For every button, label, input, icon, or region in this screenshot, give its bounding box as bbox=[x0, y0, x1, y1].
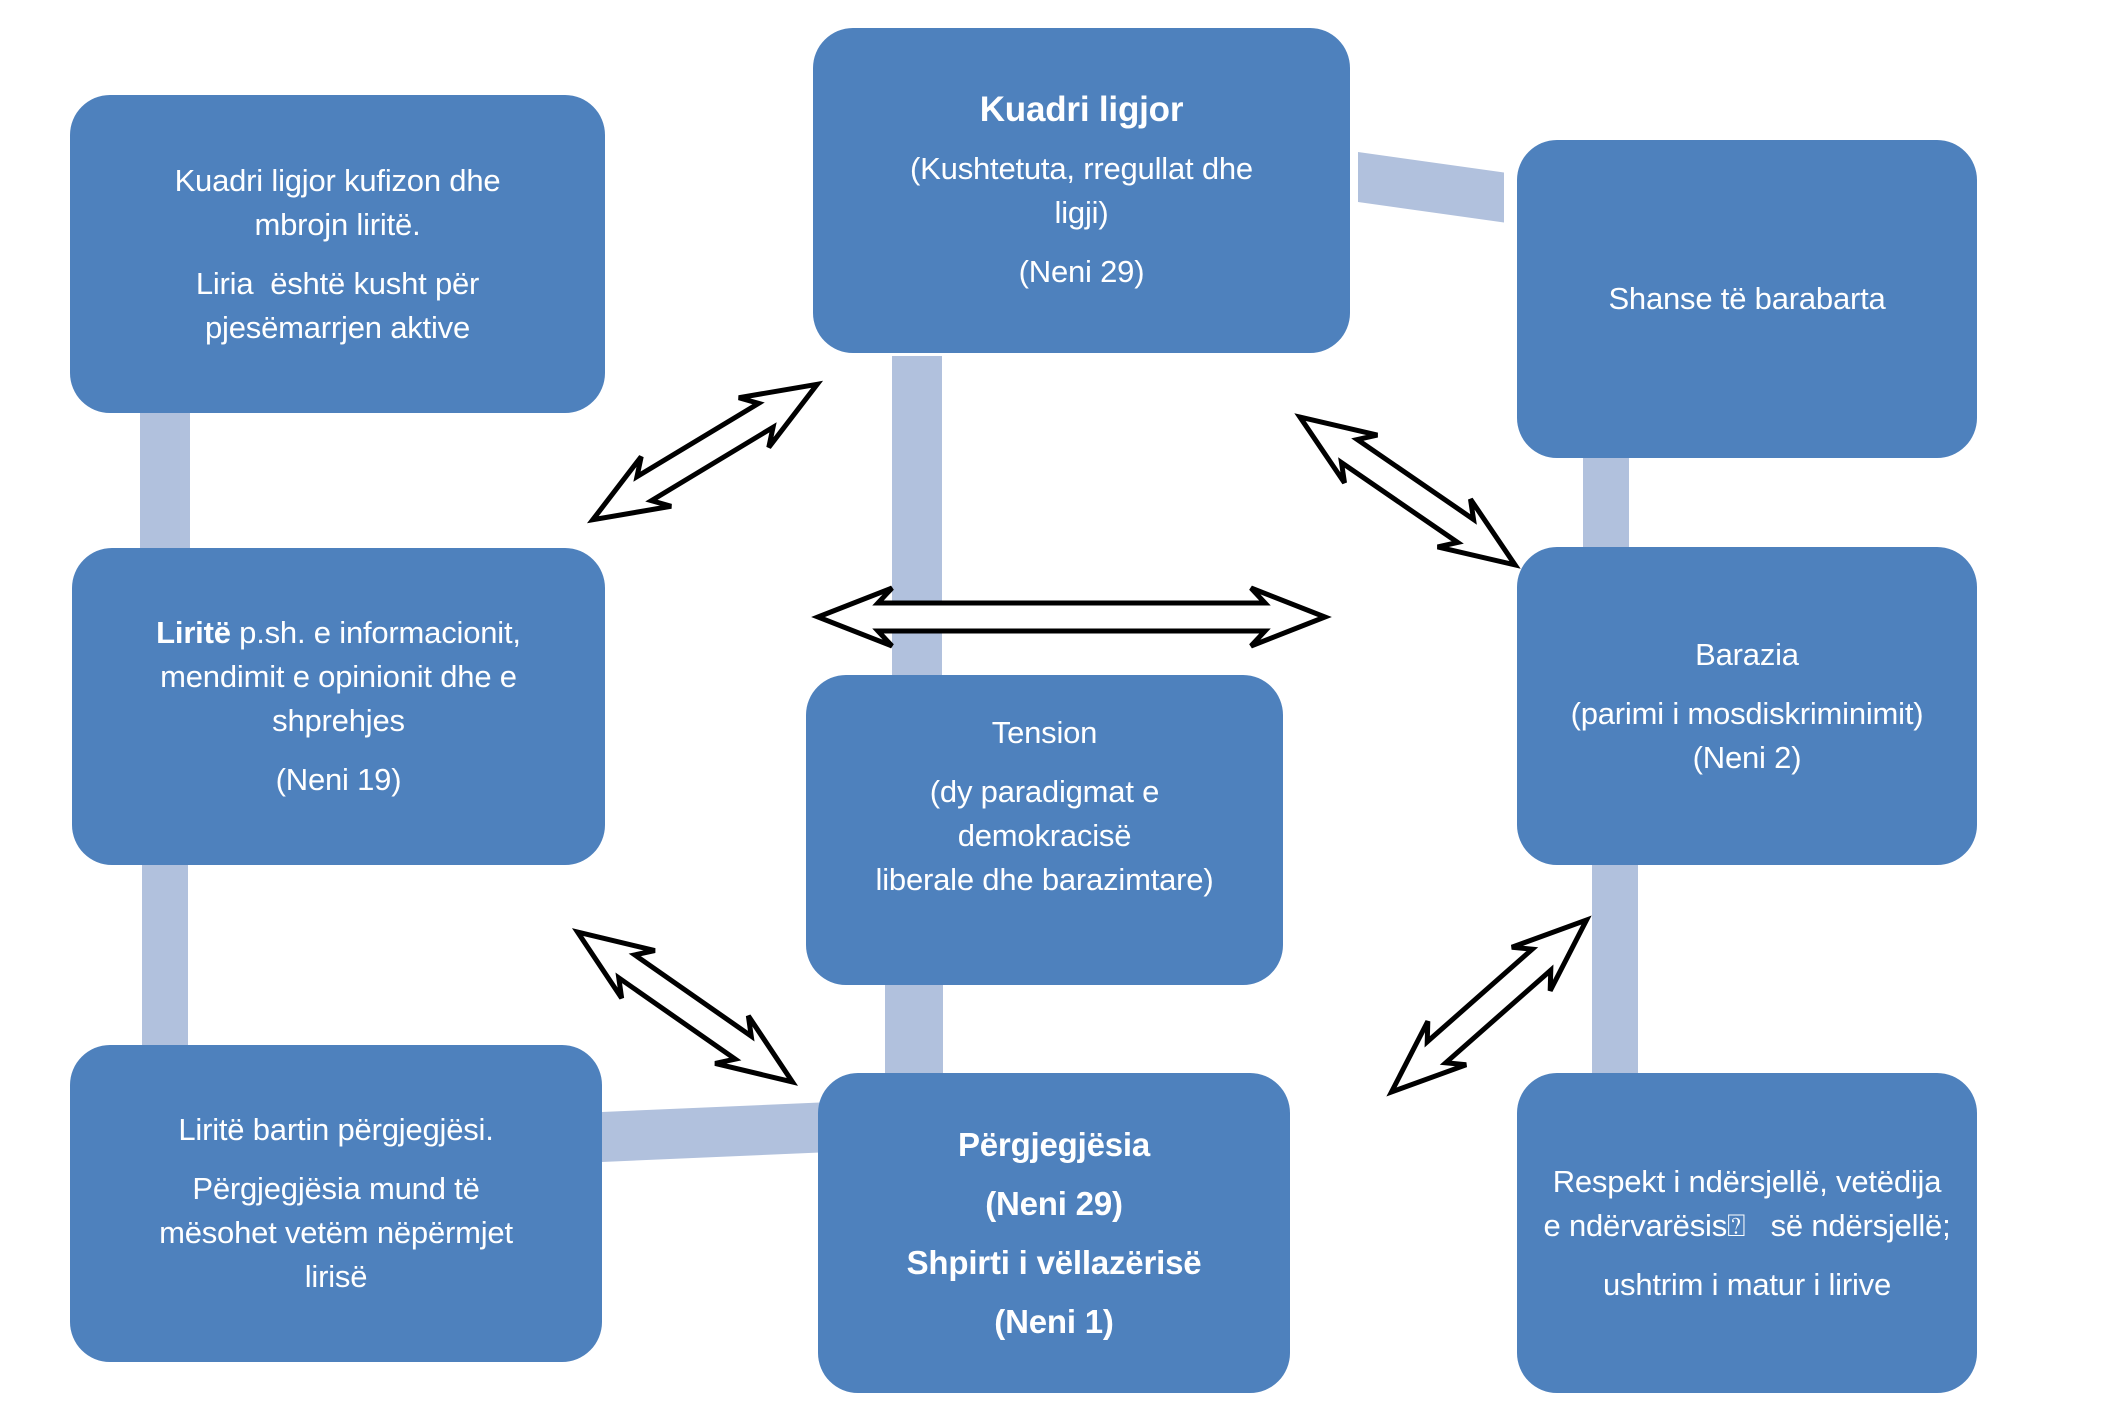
text-line: mësohet vetëm nëpërmjet bbox=[159, 1215, 513, 1250]
box-lirite: Liritë p.sh. e informacionit, mendimit e… bbox=[72, 548, 605, 865]
lead-rest-text: p.sh. e informacionit, bbox=[230, 615, 521, 650]
box-tension: Tension (dy paradigmat e demokracisë lib… bbox=[806, 675, 1283, 985]
text-paragraph: Tension bbox=[991, 711, 1098, 755]
text-line: Kuadri ligjor kufizon dhe bbox=[174, 162, 501, 198]
connector-barazia-to-bottomright bbox=[1592, 863, 1638, 1075]
text-paragraph: (Neni 29) bbox=[985, 1182, 1123, 1226]
double-arrow-midleft-bottomcenter-icon bbox=[571, 928, 799, 1086]
text-line: mbrojn liritë. bbox=[254, 206, 421, 242]
text-line: (parimi i mosdiskriminimit) bbox=[1570, 695, 1924, 731]
text-line: mendimit e opinionit dhe e bbox=[160, 659, 517, 694]
bold-lead-text: Liritë bbox=[156, 615, 231, 650]
text-paragraph: Barazia bbox=[1695, 633, 1799, 677]
connector-topcenter-to-topright bbox=[1358, 152, 1504, 223]
text-paragraph: ushtrim i matur i lirive bbox=[1603, 1263, 1891, 1307]
text-line: shprehjes bbox=[272, 703, 405, 738]
text-paragraph: Kuadri ligjor kufizon dhe mbrojn liritë. bbox=[175, 159, 501, 247]
text-line: lirisë bbox=[304, 1259, 368, 1294]
text-paragraph: (Neni 19) bbox=[276, 758, 402, 802]
text-line: ligji) bbox=[1054, 194, 1109, 230]
text-line: (Neni 19) bbox=[275, 762, 402, 797]
text-line: (Kushtetuta, rregullat dhe bbox=[910, 150, 1253, 186]
box-title: Përgjegjësia bbox=[957, 1125, 1151, 1163]
text-line: Përgjegjësia mund të bbox=[192, 1171, 480, 1206]
text-line: Respekt i ndërsjellë, vetëdija bbox=[1552, 1163, 1942, 1199]
text-paragraph: (dy paradigmat e demokracisë liberale dh… bbox=[876, 770, 1214, 902]
text-paragraph: Përgjegjësia bbox=[958, 1123, 1150, 1167]
connector-topright-to-barazia bbox=[1583, 456, 1629, 549]
text-line: Liritë bartin përgjegjësi. bbox=[178, 1112, 494, 1147]
text-line: Liritë p.sh. e informacionit, bbox=[156, 611, 521, 655]
text-paragraph: (Neni 29) bbox=[1019, 250, 1145, 294]
text-line: e ndërvarësis⍰ së ndërsjellë; bbox=[1543, 1207, 1951, 1243]
text-paragraph: (Neni 1) bbox=[994, 1300, 1114, 1344]
text-paragraph: Përgjegjësia mund të mësohet vetëm nëpër… bbox=[159, 1167, 513, 1299]
box-pergjegjesia: Përgjegjësia (Neni 29) Shpirti i vëllazë… bbox=[818, 1073, 1290, 1393]
text-line: ushtrim i matur i lirive bbox=[1602, 1266, 1892, 1302]
text-paragraph: (parimi i mosdiskriminimit) (Neni 2) bbox=[1571, 692, 1924, 780]
box-shanse-te-barabarta: Shanse të barabarta bbox=[1517, 140, 1977, 458]
box-lirite-bartin-pergjegjesi: Liritë bartin përgjegjësi. Përgjegjësia … bbox=[70, 1045, 602, 1362]
text-paragraph: (Kushtetuta, rregullat dhe ligji) bbox=[910, 147, 1253, 235]
text-paragraph: Liria është kusht për pjesëmarrjen aktiv… bbox=[195, 262, 480, 350]
box-barazia: Barazia (parimi i mosdiskriminimit) (Nen… bbox=[1517, 547, 1977, 865]
text-line: (Neni 1) bbox=[994, 1302, 1114, 1340]
connector-tension-to-bottomcenter bbox=[885, 983, 943, 1075]
text-line: Shpirti i vëllazërisë bbox=[906, 1243, 1202, 1281]
connector-bottomleft-to-bottomcenter bbox=[602, 1102, 820, 1162]
text-line: (dy paradigmat e bbox=[929, 773, 1160, 809]
text-paragraph: Shanse të barabarta bbox=[1608, 277, 1885, 321]
box-title: Tension bbox=[991, 714, 1098, 750]
box-title: Barazia bbox=[1695, 636, 1799, 672]
text-line: (Neni 2) bbox=[1692, 739, 1802, 775]
text-paragraph: Liritë p.sh. e informacionit, mendimit e… bbox=[156, 611, 521, 743]
text-paragraph: Kuadri ligjor bbox=[980, 88, 1184, 132]
double-arrow-center-horizontal-icon bbox=[811, 585, 1332, 649]
box-kuadri-ligjor-kufizon: Kuadri ligjor kufizon dhe mbrojn liritë.… bbox=[70, 95, 605, 413]
box-kuadri-ligjor: Kuadri ligjor (Kushtetuta, rregullat dhe… bbox=[813, 28, 1350, 353]
text-line: (Neni 29) bbox=[985, 1184, 1123, 1222]
double-arrow-bottomright-barazia-icon bbox=[1386, 915, 1592, 1097]
box-respekt-i-ndersjelle: Respekt i ndërsjellë, vetëdija e ndërvar… bbox=[1517, 1073, 1977, 1393]
text-line: Liria është kusht për bbox=[195, 265, 480, 301]
text-paragraph: Respekt i ndërsjellë, vetëdija e ndërvar… bbox=[1544, 1160, 1951, 1248]
text-paragraph: Liritë bartin përgjegjësi. bbox=[178, 1108, 494, 1152]
text-line: Shanse të barabarta bbox=[1608, 281, 1886, 316]
box-title: Kuadri ligjor bbox=[979, 89, 1184, 129]
double-arrow-topleft-topcenter-icon bbox=[586, 380, 824, 524]
text-line: pjesëmarrjen aktive bbox=[205, 309, 470, 345]
text-line: (Neni 29) bbox=[1018, 253, 1145, 289]
text-line: liberale dhe barazimtare) bbox=[875, 861, 1214, 897]
connector-midleft-to-bottomleft bbox=[142, 863, 188, 1047]
text-paragraph: Shpirti i vëllazërisë bbox=[907, 1241, 1202, 1285]
connector-topleft-to-midleft bbox=[140, 413, 190, 550]
double-arrow-topcenter-barazia-icon bbox=[1294, 413, 1521, 569]
text-line: demokracisë bbox=[957, 817, 1132, 853]
